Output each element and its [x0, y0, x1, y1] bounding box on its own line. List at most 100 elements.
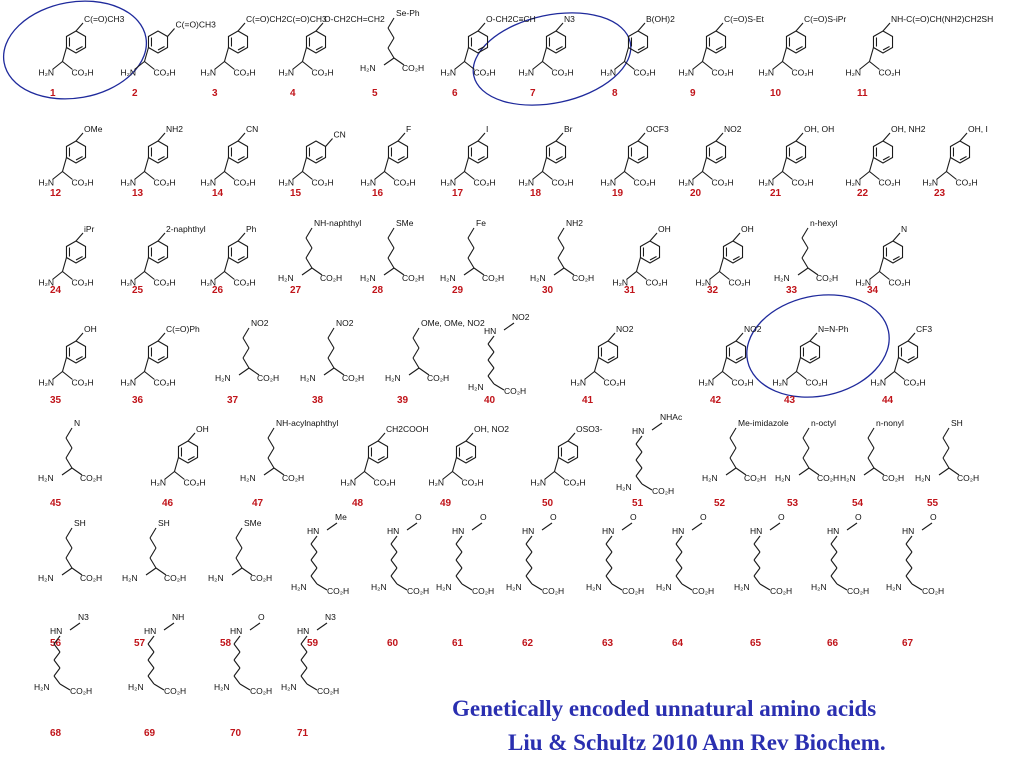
highlight-ellipse-compound-43: [746, 294, 890, 398]
alpha-n-bond: [532, 171, 543, 180]
substituent-bond: [477, 22, 486, 32]
alpha-c-bond: [144, 271, 155, 280]
chain-bond: [455, 575, 463, 585]
alpha-c-bond: [62, 171, 73, 180]
amine-label: H₂N: [772, 378, 788, 388]
chain-bond: [487, 335, 495, 345]
chain-bond: [235, 527, 243, 539]
substituent-label: O: [480, 512, 487, 522]
ch2-bond: [893, 357, 900, 372]
double-bond: [715, 156, 723, 161]
substituent-bond: [157, 332, 166, 342]
nh-label: HN: [672, 526, 684, 536]
carboxyl-label: CO₂H: [233, 278, 255, 288]
alpha-c-bond: [311, 267, 323, 276]
benzene-ring: [387, 140, 409, 164]
alpha-c-bond: [554, 471, 565, 480]
compound-number: 50: [542, 498, 554, 509]
substituent-bond: [167, 28, 175, 37]
alpha-n-bond: [292, 171, 303, 180]
substituent-label: F: [406, 124, 411, 134]
alpha-c-bond: [869, 171, 880, 180]
chain-bond: [242, 347, 250, 359]
chain-bond: [233, 675, 241, 685]
substituent-label: Se-Ph: [396, 8, 420, 18]
compound-number: 12: [50, 188, 62, 199]
substituent-label: OH: [741, 224, 754, 234]
alpha-n-bond: [869, 271, 880, 280]
chain-bond: [830, 559, 838, 569]
carboxyl-label: CO₂H: [402, 273, 424, 283]
carbamate-bond: [326, 522, 338, 531]
chain-bond: [267, 427, 275, 439]
benzene-ring: [897, 340, 919, 364]
substituent-label: OMe: [84, 124, 103, 134]
carboxyl-label: CO₂H: [80, 573, 102, 583]
chain-bond: [753, 559, 761, 569]
carboxyl-label: CO₂H: [311, 68, 333, 78]
amine-label: H₂N: [436, 582, 452, 592]
amine-label: H₂N: [120, 178, 136, 188]
compound-number: 61: [452, 638, 464, 649]
alpha-n-bond: [145, 567, 157, 576]
substituent-label: Me-imidazole: [738, 418, 789, 428]
substituent-label: O: [258, 612, 265, 622]
carboxyl-label: CO₂H: [317, 686, 339, 696]
chain-bond: [390, 551, 398, 561]
chain-bond: [53, 643, 61, 653]
chain-bond: [753, 567, 761, 577]
substituent-label: C(=O)CH3: [176, 20, 217, 30]
amine-label: H₂N: [214, 682, 230, 692]
chain-bond: [942, 447, 950, 459]
benzene-ring: [627, 30, 649, 54]
ch2-bond: [223, 257, 230, 272]
carboxyl-label: CO₂H: [282, 473, 304, 483]
chain-bond: [310, 535, 318, 545]
alpha-n-bond: [859, 171, 870, 180]
compound-number: 38: [312, 395, 324, 406]
amine-label: H₂N: [774, 273, 790, 283]
benzene-ring: [725, 340, 747, 364]
double-bond: [795, 156, 803, 161]
alpha-n-bond: [544, 471, 555, 480]
compound-number: 25: [132, 285, 144, 296]
amine-label: H₂N: [200, 178, 216, 188]
alpha-n-bond: [323, 367, 335, 376]
compound-number: 66: [827, 638, 839, 649]
alpha-n-bond: [454, 171, 465, 180]
chain-bond: [605, 543, 613, 553]
alpha-c-bond: [702, 171, 713, 180]
amine-label: H₂N: [38, 473, 54, 483]
benzene-ring: [367, 440, 389, 464]
ch2-bond: [868, 157, 875, 172]
chain-bond: [942, 457, 950, 469]
amine-label: H₂N: [845, 68, 861, 78]
chain-bond: [905, 567, 913, 577]
amine-label: H₂N: [758, 68, 774, 78]
alpha-n-bond: [936, 171, 947, 180]
compound-number: 27: [290, 285, 302, 296]
chain-bond: [455, 559, 463, 569]
ch2-bond: [61, 357, 68, 372]
alpha-n-bond: [692, 171, 703, 180]
chain-bond: [635, 451, 643, 461]
substituent-label: O: [415, 512, 422, 522]
alpha-c-bond: [869, 61, 880, 70]
alpha-c-bond: [302, 171, 313, 180]
